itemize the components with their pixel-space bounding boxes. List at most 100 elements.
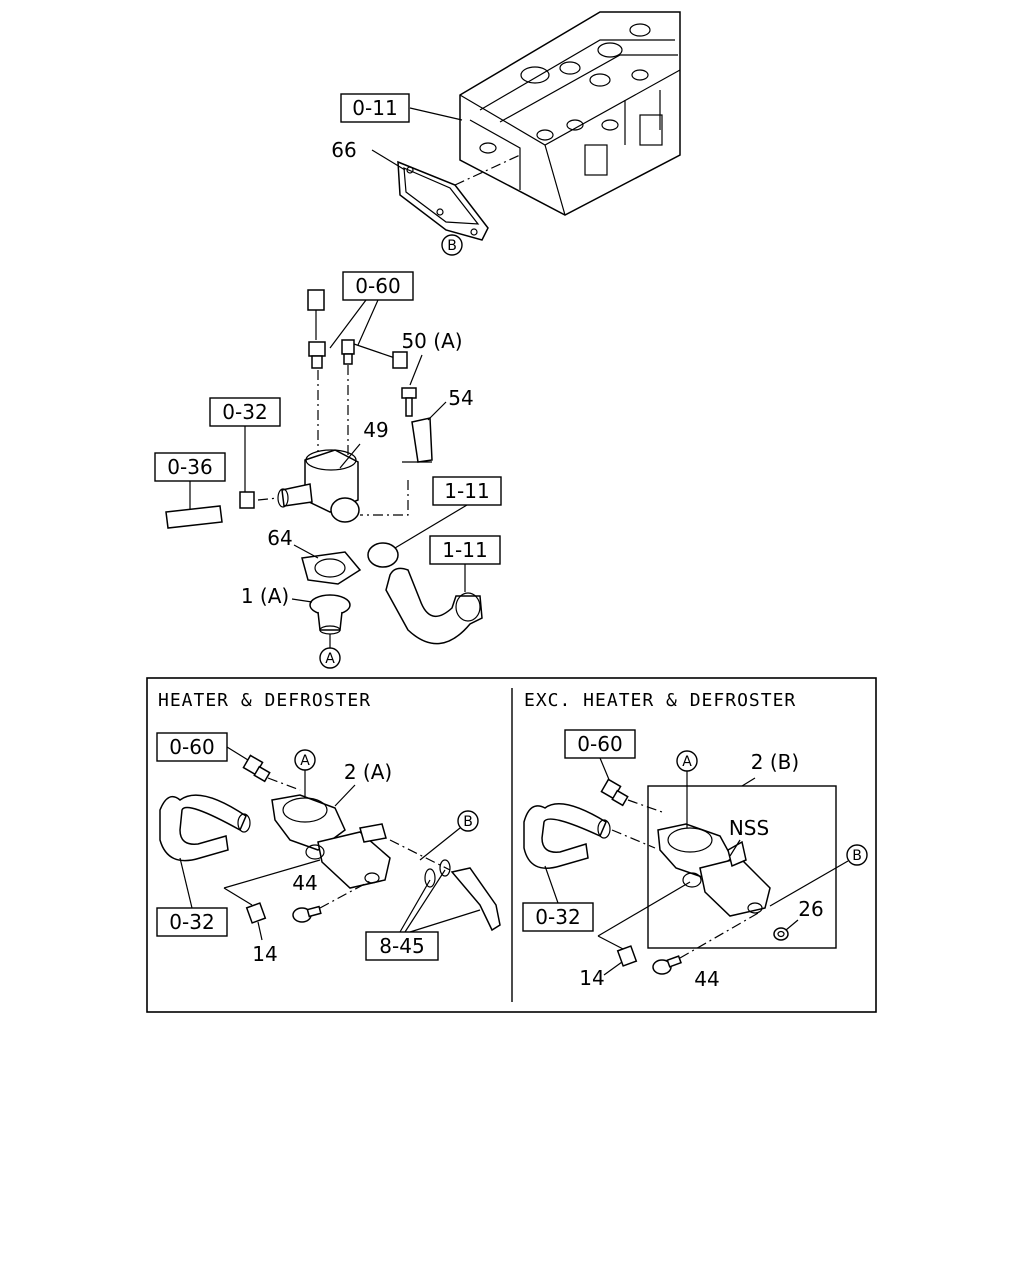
leader-0-60-exc (599, 757, 611, 783)
leader-0-60-top (329, 299, 379, 349)
ref-label-0-32-heater: 0-32 (169, 910, 214, 934)
callout-letter-a-bottom: A (325, 651, 335, 667)
thermostat-housing-2b (657, 823, 771, 917)
nut-26 (773, 927, 789, 941)
leader-1a (291, 598, 313, 603)
leader-stud-heater-b (223, 887, 253, 906)
part-label-14-heater: 14 (252, 942, 277, 966)
callout-circle-a-bottom (319, 647, 341, 669)
bypass-hose-heater (159, 794, 247, 862)
leader-nss (729, 839, 741, 857)
panel-title-exc-heater: EXC. HEATER & DEFROSTER (524, 690, 796, 711)
part-label-54: 54 (448, 386, 473, 410)
temperature-sensor-1 (307, 289, 326, 369)
centerline-bracket (360, 480, 409, 516)
part-label-14-exc: 14 (579, 966, 604, 990)
leader-64 (293, 544, 319, 559)
thermostat-housing-49 (277, 449, 360, 523)
ref-label-1-11-a: 1-11 (444, 479, 489, 503)
part-label-66: 66 (331, 138, 356, 162)
centerline-gasket (454, 154, 521, 186)
leader-0-11 (409, 107, 463, 121)
bracket-54 (402, 417, 433, 463)
ref-label-0-36: 0-36 (167, 455, 212, 479)
centerline-hose-exc (611, 829, 656, 849)
hose-end-exc (597, 819, 611, 839)
bolt-44-exc (652, 955, 682, 975)
leader-49 (339, 443, 361, 469)
centerline-bolt-heater (319, 879, 373, 909)
callout-circle-b-exc (846, 844, 868, 866)
temperature-sensor-2 (341, 339, 408, 369)
ref-label-8-45: 8-45 (379, 934, 424, 958)
part-label-49: 49 (363, 418, 388, 442)
panel-title-heater: HEATER & DEFROSTER (158, 690, 371, 711)
callout-circle-b-heater (457, 810, 479, 832)
callout-letter-a-heater: A (300, 753, 310, 769)
ref-label-0-32-left: 0-32 (222, 400, 267, 424)
hose-clamp (367, 542, 399, 568)
ref-box-0-32-left (209, 397, 281, 427)
leader-0-60-heater (226, 746, 249, 761)
part-label-1a: 1 (A) (241, 584, 289, 608)
callout-letter-a-exc: A (682, 754, 692, 770)
radiator-hose (385, 567, 483, 645)
leader-stud-heater (223, 859, 321, 889)
heater-pipe (424, 859, 501, 932)
leader-14-exc (603, 961, 623, 976)
callout-letter-b-top: B (447, 238, 457, 254)
sensor-exc (600, 778, 629, 807)
ref-box-8-45 (365, 931, 439, 961)
part-label-2a: 2 (A) (344, 760, 392, 784)
centerline-sensor-heater (267, 777, 301, 791)
part-label-44-exc: 44 (694, 967, 719, 991)
leader-b-heater (419, 827, 461, 861)
leader-8-45 (399, 869, 481, 933)
ref-box-0-36 (154, 452, 226, 482)
centerline-heater-pipe (389, 839, 451, 871)
callout-letter-b-exc: B (852, 848, 862, 864)
hose-end-heater (237, 813, 251, 833)
thermostat-1a (309, 594, 351, 635)
variants-frame (146, 677, 877, 1013)
leader-2a (334, 784, 356, 807)
leader-54 (427, 401, 447, 421)
leader-50a (409, 354, 423, 386)
leader-66 (371, 149, 406, 171)
centerline-bolt-exc (679, 911, 761, 959)
ref-box-0-60-top (342, 271, 414, 301)
thermostat-housing-2a (271, 794, 391, 889)
cylinder-head-drawing (459, 11, 681, 216)
leader-0-32-heater (179, 857, 193, 909)
ref-label-0-60-top: 0-60 (355, 274, 400, 298)
ref-box-0-60-heater (156, 732, 228, 762)
sensor-heater (242, 754, 271, 783)
leader-stud-exc (597, 881, 691, 937)
part-label-50a: 50 (A) (401, 329, 462, 353)
ref-label-1-11-b: 1-11 (442, 538, 487, 562)
leader-0-32-exc (544, 865, 559, 904)
stud-14-exc (616, 945, 638, 967)
fitting-0-32 (239, 491, 255, 509)
part-label-26: 26 (798, 897, 823, 921)
leader-stud-exc-b (597, 935, 626, 951)
callout-letter-b-heater: B (463, 814, 473, 830)
part-label-44-heater: 44 (292, 871, 317, 895)
bypass-hose-exc (523, 803, 607, 869)
centerline-sensor-exc (627, 799, 663, 813)
hose-0-36 (165, 505, 223, 529)
gasket-66 (397, 160, 489, 241)
callout-circle-b-top (441, 234, 463, 256)
stud-14-heater (245, 902, 267, 924)
ref-label-0-60-exc: 0-60 (577, 732, 622, 756)
part-label-2b: 2 (B) (751, 750, 799, 774)
ref-label-0-32-exc: 0-32 (535, 905, 580, 929)
part-label-nss: NSS (729, 816, 769, 840)
part-label-64: 64 (267, 526, 292, 550)
ref-label-0-11: 0-11 (352, 96, 397, 120)
leader-1-11-a (394, 504, 468, 549)
leader-2b (741, 777, 756, 787)
bolt-44-heater (292, 905, 322, 923)
ref-box-1-11-a (432, 476, 502, 506)
